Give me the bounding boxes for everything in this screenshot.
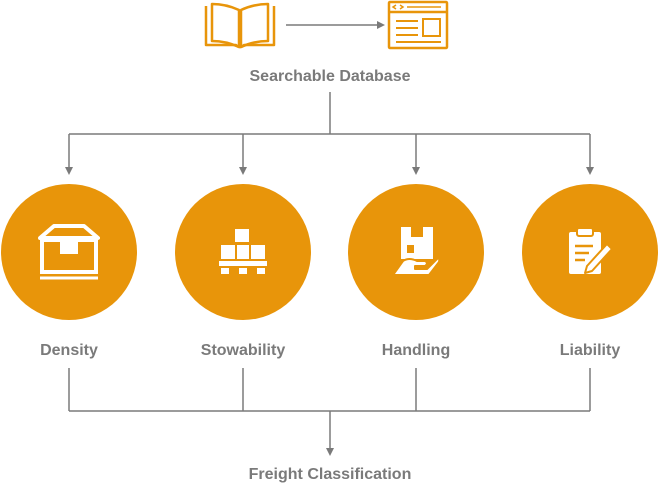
handling-circle <box>348 184 484 320</box>
book-icon <box>204 2 276 49</box>
browser-window-icon <box>387 0 449 50</box>
factor-label-liability: Liability <box>559 342 621 359</box>
database-title: Searchable Database <box>249 68 411 85</box>
density-circle <box>1 184 137 320</box>
freight-classification-title: Freight Classification <box>248 466 412 483</box>
factor-label-handling: Handling <box>381 342 451 359</box>
pallet-boxes-icon <box>219 229 267 274</box>
hand-package-icon <box>392 227 441 276</box>
factor-label-density: Density <box>40 342 98 359</box>
liability-circle <box>522 184 658 320</box>
factor-label-stowability: Stowability <box>200 342 286 359</box>
clipboard-pen-icon <box>569 227 613 274</box>
box-icon <box>38 224 100 280</box>
stowability-circle <box>175 184 311 320</box>
